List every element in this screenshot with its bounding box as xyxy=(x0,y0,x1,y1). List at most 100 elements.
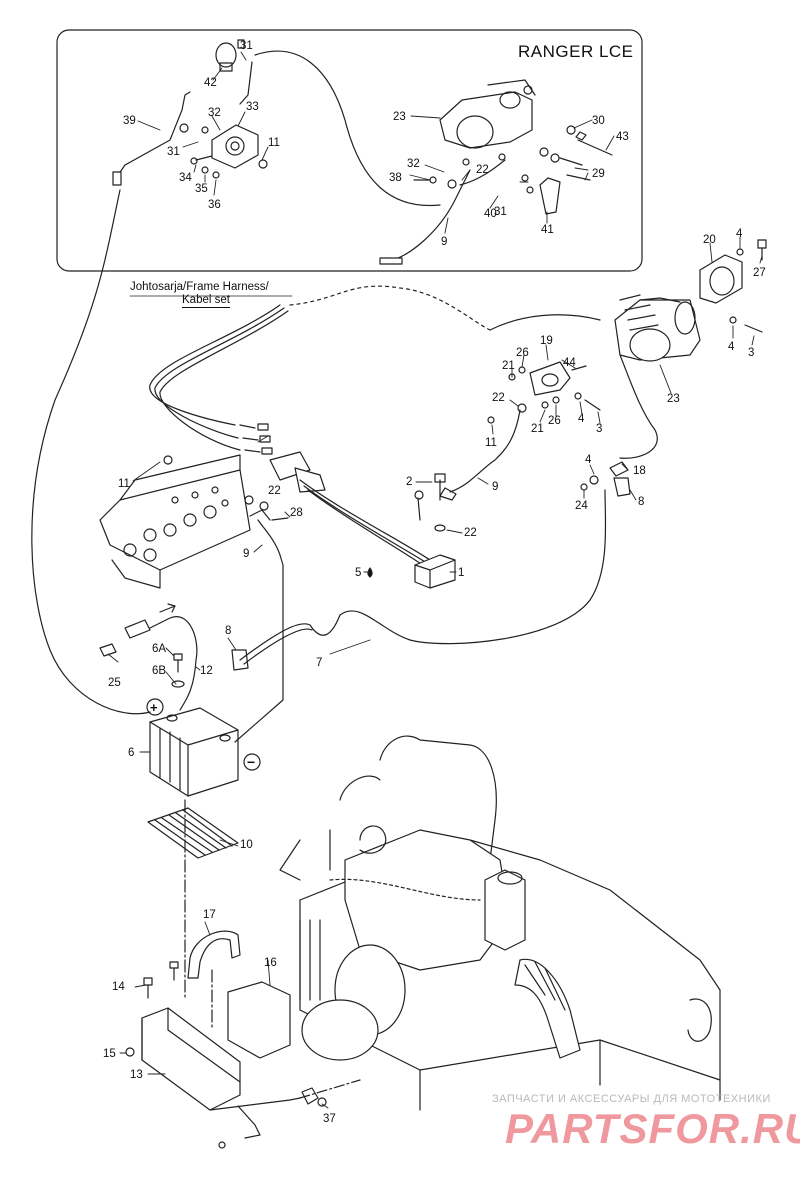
positive-terminal-symbol: + xyxy=(150,700,158,715)
callout-19: 19 xyxy=(540,335,553,347)
boot-8b xyxy=(231,649,249,671)
ground-cable-9 xyxy=(234,519,284,743)
callout-13: 13 xyxy=(130,1069,143,1081)
air-box xyxy=(99,454,251,589)
bolt-14 xyxy=(147,967,175,999)
callout-32b: 32 xyxy=(407,158,420,170)
callout-3b: 3 xyxy=(596,423,602,435)
callout-6: 6 xyxy=(128,747,134,759)
callout-37: 37 xyxy=(323,1113,336,1125)
fastener-37 xyxy=(301,1087,319,1105)
boot-41 xyxy=(539,177,561,215)
callout-11c: 11 xyxy=(118,478,130,490)
strap-17 xyxy=(187,930,241,979)
callout-6B: 6B xyxy=(152,665,166,677)
callout-41: 41 xyxy=(541,224,554,236)
washer-30 xyxy=(566,125,576,135)
callout-33: 33 xyxy=(246,101,259,113)
callout-25: 25 xyxy=(108,677,121,689)
callout-34: 34 xyxy=(179,172,192,184)
cable-40 xyxy=(459,159,506,186)
connector-12 xyxy=(124,619,151,639)
screw-34 xyxy=(179,123,268,179)
terminal-18 xyxy=(609,461,629,477)
callout-42: 42 xyxy=(204,77,217,89)
callout-36: 36 xyxy=(208,199,221,211)
callout-6A: 6A xyxy=(152,643,166,655)
inset-title: RANGER LCE xyxy=(518,42,634,61)
callout-26b: 26 xyxy=(548,415,561,427)
callout-1: 1 xyxy=(458,567,464,579)
positive-cable-39 xyxy=(31,189,151,715)
plate-19 xyxy=(529,361,571,396)
callout-4a: 4 xyxy=(736,228,743,240)
callout-23b: 23 xyxy=(667,393,680,405)
callout-3a: 3 xyxy=(748,347,754,359)
harness-label-line1: Johtosarja/Frame Harness/ xyxy=(130,281,269,293)
starter-motor-23 xyxy=(614,294,701,362)
callout-9a: 9 xyxy=(441,236,447,248)
callout-4c: 4 xyxy=(578,413,585,425)
bolt-29 xyxy=(559,157,591,181)
callout-12: 12 xyxy=(200,665,213,677)
callout-44: 44 xyxy=(563,357,576,369)
callout-23a: 23 xyxy=(393,111,406,123)
callout-21b: 21 xyxy=(531,423,544,435)
callout-7: 7 xyxy=(316,657,322,669)
cable-12 xyxy=(149,616,198,711)
battery-tray-13 xyxy=(141,1007,301,1139)
negative-terminal-symbol: − xyxy=(247,754,255,770)
bolt-44 xyxy=(571,365,587,371)
callout-10: 10 xyxy=(240,839,253,851)
battery-6 xyxy=(149,707,239,797)
wire-loop xyxy=(254,50,441,207)
callout-16: 16 xyxy=(264,957,277,969)
heat-shield-20 xyxy=(699,254,743,304)
bolt-3b xyxy=(584,399,601,411)
callout-4d: 4 xyxy=(585,454,592,466)
callout-9b: 9 xyxy=(492,481,498,493)
callout-20: 20 xyxy=(703,234,716,246)
callout-17: 17 xyxy=(203,909,216,921)
callout-11a: 11 xyxy=(268,137,280,149)
cable-9-mid xyxy=(449,409,521,493)
callout-9c: 9 xyxy=(243,548,249,560)
fuse-25 xyxy=(99,643,117,657)
grease-drop-5 xyxy=(367,567,373,578)
callout-38: 38 xyxy=(389,172,402,184)
callout-11b: 11 xyxy=(485,437,497,449)
frame-harness xyxy=(149,304,431,571)
solenoid-33 xyxy=(211,61,259,169)
callout-8b: 8 xyxy=(225,625,231,637)
harness-label: Johtosarja/Frame Harness/ Kabel set xyxy=(130,281,269,308)
callout-29: 29 xyxy=(592,168,605,180)
callout-40: 40 xyxy=(484,208,497,220)
bolt-28 xyxy=(271,517,289,521)
relay-box-1 xyxy=(414,554,456,589)
callout-22d: 22 xyxy=(268,485,281,497)
bolt-43 xyxy=(575,131,613,156)
callout-43: 43 xyxy=(616,131,629,143)
vehicle-frame xyxy=(279,735,721,1111)
harness-dotted xyxy=(289,285,491,331)
callout-22c: 22 xyxy=(464,527,477,539)
callout-27: 27 xyxy=(753,267,766,279)
callout-26a: 26 xyxy=(516,347,529,359)
bolt-3a xyxy=(744,324,763,333)
callout-18: 18 xyxy=(633,465,646,477)
callout-22a: 22 xyxy=(476,164,489,176)
positive-symbol-ring xyxy=(146,698,164,716)
callout-4b: 4 xyxy=(728,341,735,353)
watermark-caption: ЗАПЧАСТИ И АКСЕССУАРЫ ДЛЯ МОТОТЕХНИКИ xyxy=(492,1093,771,1105)
watermark-logo: PARTSFOR.RU xyxy=(505,1105,800,1152)
callout-21a: 21 xyxy=(502,360,515,372)
callout-5: 5 xyxy=(355,567,361,579)
callout-8a: 8 xyxy=(638,496,644,508)
callout-31: 31 xyxy=(240,40,253,52)
callout-39: 39 xyxy=(123,115,136,127)
callout-30: 30 xyxy=(592,115,605,127)
starter-motor-inset xyxy=(439,79,536,149)
callout-28: 28 xyxy=(290,507,303,519)
callout-35: 35 xyxy=(195,183,208,195)
